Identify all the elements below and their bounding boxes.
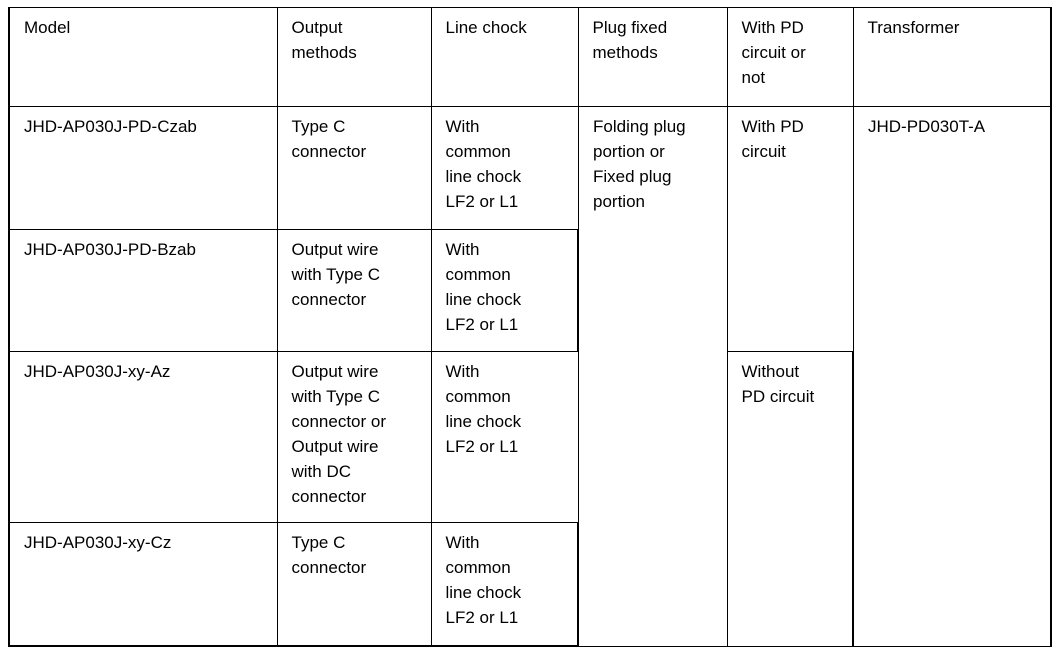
cell-transformer-merged: JHD-PD030T-A [852,106,1052,647]
cell-output-methods-value: Output wire with Type C connector [291,240,381,309]
cell-transformer-value: JHD-PD030T-A [868,117,986,136]
table-row: JHD-AP030J-PD-Czab Type C connector With… [8,106,1052,647]
cell-line-chock: With common line chock LF2 or L1 [430,229,579,352]
cell-plug-fixed-methods-value: Folding plug portion or Fixed plug porti… [593,117,686,211]
cell-model-value: JHD-AP030J-PD-Bzab [24,240,196,259]
cell-output-methods: Type C connector [276,106,432,230]
cell-line-chock: With common line chock LF2 or L1 [430,351,579,523]
column-header-output-methods: Output methods [276,7,432,107]
cell-model: JHD-AP030J-xy-Cz [8,522,278,647]
cell-plug-fixed-methods-merged: Folding plug portion or Fixed plug porti… [577,106,728,647]
cell-pd-circuit-with-merged: With PD circuit [726,106,854,352]
cell-output-methods-value: Type C connector [291,117,367,161]
column-header-model: Model [8,7,278,107]
cell-output-methods: Type C connector [276,522,432,647]
cell-line-chock-value: With common line chock LF2 or L1 [445,117,522,211]
cell-model: JHD-AP030J-PD-Czab [8,106,278,230]
spec-table-container: Model Output methods Line chock Plug fix… [8,7,1052,647]
cell-model-value: JHD-AP030J-PD-Czab [24,117,197,136]
table-row: JHD-AP030J-xy-Cz Type C connector With c… [8,522,1051,647]
column-header-pd-circuit-label: With PD circuit or not [741,18,806,87]
column-header-pd-circuit: With PD circuit or not [726,7,854,107]
cell-line-chock-value: With common line chock LF2 or L1 [445,240,522,334]
cell-line-chock-value: With common line chock LF2 or L1 [445,533,522,627]
cell-output-methods: Output wire with Type C connector [276,229,432,352]
column-header-output-methods-label: Output methods [291,18,357,62]
table-row: JHD-AP030J-xy-Az Output wire with Type C… [8,351,1051,647]
cell-pd-circuit-with-value: With PD circuit [741,117,804,161]
cell-line-chock-value: With common line chock LF2 or L1 [445,362,522,456]
column-header-plug-fixed-methods: Plug fixed methods [577,7,728,107]
cell-pd-circuit-without-merged: Without PD circuit [726,351,854,647]
column-header-plug-fixed-methods-label: Plug fixed methods [592,18,668,62]
column-header-line-chock-label: Line chock [445,18,527,37]
cell-pd-circuit-without-value: Without PD circuit [741,362,815,406]
column-header-transformer: Transformer [852,7,1052,107]
column-header-line-chock: Line chock [430,7,579,107]
cell-output-methods-value: Type C connector [291,533,367,577]
column-header-transformer-label: Transformer [867,18,960,37]
table-header-row: Model Output methods Line chock Plug fix… [8,7,1052,107]
cell-output-methods-value: Output wire with Type C connector or Out… [291,362,387,506]
cell-line-chock: With common line chock LF2 or L1 [430,106,579,230]
cell-line-chock: With common line chock LF2 or L1 [430,522,579,647]
cell-model-value: JHD-AP030J-xy-Az [24,362,171,381]
table-row: JHD-AP030J-PD-Bzab Output wire with Type… [8,229,1051,352]
cell-model: JHD-AP030J-xy-Az [8,351,278,523]
cell-model-value: JHD-AP030J-xy-Cz [24,533,172,552]
model-specification-table: Model Output methods Line chock Plug fix… [8,7,1052,647]
column-header-model-label: Model [24,18,71,37]
cell-output-methods: Output wire with Type C connector or Out… [276,351,432,523]
cell-model: JHD-AP030J-PD-Bzab [8,229,278,352]
